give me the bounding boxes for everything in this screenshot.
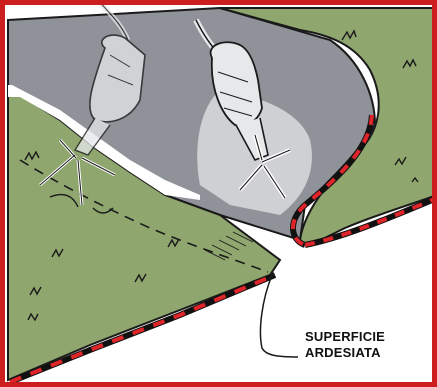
- callout-label-line2: ARDESIATA: [305, 345, 381, 360]
- callout-anchor: [270, 273, 274, 277]
- callout-label-line1: SUPERFICIE: [305, 329, 385, 344]
